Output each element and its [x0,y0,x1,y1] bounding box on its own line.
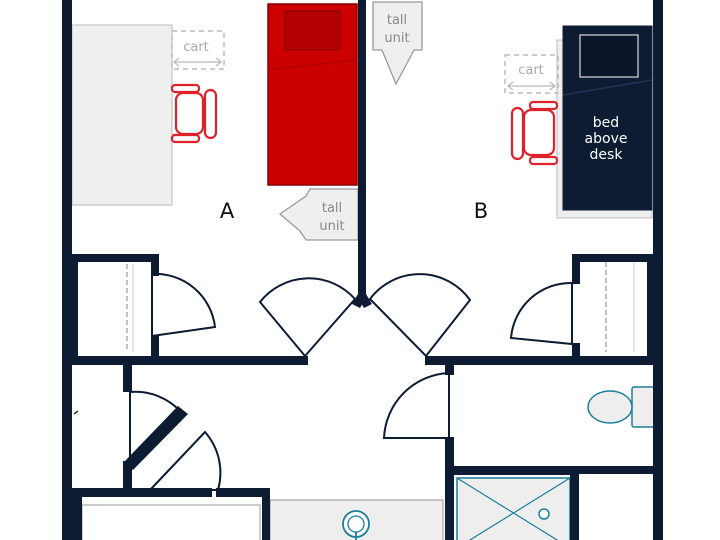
bed-above-desk-line3: desk [590,147,624,163]
closet-a [126,264,134,352]
room-label-b: B [474,199,488,223]
highlighted-bed [267,3,358,186]
chair-a [170,83,218,144]
cart-a: cart [171,30,225,70]
tall-unit-top-line1: tall [387,13,407,28]
tall-unit-top-line2: unit [384,31,409,46]
tall-unit-top: tall unit [372,1,423,86]
walls [62,0,663,540]
door-swings [129,272,573,491]
lower-left-counter [81,504,261,540]
shower [456,477,571,540]
cart-a-label: cart [183,40,209,55]
hall-marker [73,410,79,415]
room-label-a: A [220,199,235,223]
sink-counter [269,499,444,540]
cart-b-label: cart [518,63,544,78]
bed-above-desk: bed above desk [562,25,653,211]
tall-unit-a: tall unit [278,188,359,241]
toilet [587,386,655,428]
cart-b: cart [504,54,559,94]
chair-b [510,100,559,166]
closet-b [605,262,635,352]
tall-unit-a-line1: tall [322,201,342,216]
desk-a [71,24,173,206]
bed-above-desk-line2: above [585,131,628,147]
tall-unit-a-line2: unit [319,219,344,234]
bed-above-desk-line1: bed [593,115,619,131]
